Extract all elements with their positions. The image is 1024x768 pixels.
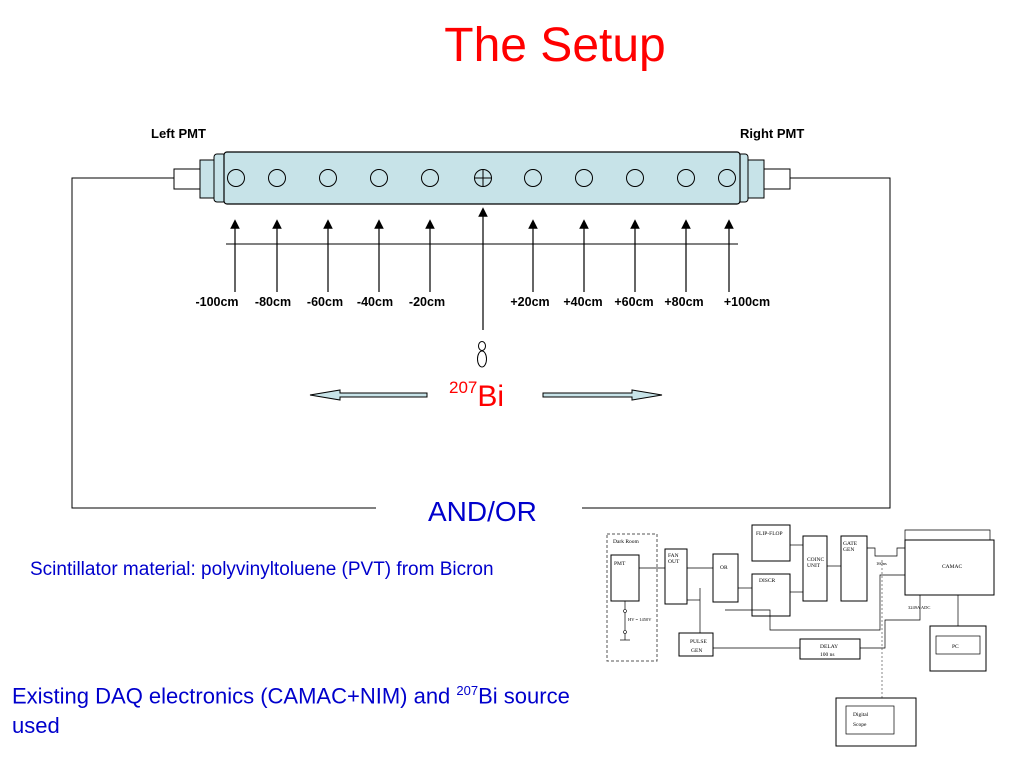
fan-out-box — [664, 548, 688, 605]
source-capsule-bottom — [477, 350, 487, 368]
left-pmt-label: Left PMT — [151, 126, 206, 141]
fan-out-label-1: FAN — [668, 553, 679, 559]
daq-note-suffix: Bi source used — [12, 683, 570, 739]
hv-label: HV = 1450V — [628, 617, 652, 622]
bar-holes — [227, 169, 736, 187]
right-hollow-arrow — [542, 389, 663, 401]
position-label: -20cm — [408, 295, 446, 309]
slide-title: The Setup — [444, 19, 666, 72]
or-label: OR — [720, 565, 728, 571]
bar-hole — [421, 169, 439, 187]
source-capsule-top — [478, 341, 486, 351]
bar-hole — [626, 169, 644, 187]
pulse-gen-label-1: PULSE — [690, 639, 707, 645]
flip-flop-label: FLIP-FLOP — [756, 531, 783, 537]
camac-box — [904, 539, 995, 596]
position-label: +40cm — [563, 295, 603, 309]
coinc-unit-label-2: UNIT — [807, 563, 821, 569]
position-label: +20cm — [510, 295, 550, 309]
gate-width-label: 160ns — [876, 561, 887, 566]
right-pmt-label: Right PMT — [740, 126, 805, 141]
position-label: +60cm — [614, 295, 654, 309]
delay-box — [799, 638, 861, 660]
position-label: +80cm — [664, 295, 704, 309]
delay-label-1: DELAY — [820, 644, 838, 650]
scope-label-2: Scope — [853, 722, 867, 728]
daq-note: Existing DAQ electronics (CAMAC+NIM) and… — [12, 676, 572, 741]
bar-hole — [677, 169, 695, 187]
right-pmt-body — [747, 159, 765, 199]
position-arrows — [230, 219, 734, 292]
daq-note-prefix: Existing DAQ electronics (CAMAC+NIM) and — [12, 683, 457, 709]
bar-hole — [370, 169, 388, 187]
dark-room-label: Dark Room — [613, 539, 640, 545]
bar-hole — [575, 169, 593, 187]
fan-out-label-2: OUT — [668, 559, 680, 565]
source-label: 207Bi — [449, 378, 505, 414]
bar-hole — [718, 169, 736, 187]
bar-hole — [227, 169, 245, 187]
daq-note-mass-number: 207 — [456, 683, 479, 698]
position-label: -60cm — [306, 295, 344, 309]
bar-hole — [268, 169, 286, 187]
or-box — [712, 553, 739, 603]
bar-hole — [524, 169, 542, 187]
pmt-label: PMT — [614, 561, 626, 567]
discr-label: DISCR — [759, 578, 776, 584]
scope-label-1: Digital — [853, 712, 869, 718]
right-pmt-connector — [763, 168, 791, 190]
gate-gen-label-1: GATE — [843, 541, 858, 547]
coinc-unit-label-1: COINC — [807, 557, 824, 563]
dark-room-box — [606, 533, 658, 662]
position-label: -80cm — [254, 295, 292, 309]
scope-box — [835, 697, 917, 747]
coinc-unit-box — [802, 535, 828, 602]
position-label: -100cm — [195, 295, 239, 309]
right-cable — [582, 177, 891, 509]
position-label: -40cm — [356, 295, 394, 309]
gate-gen-box — [840, 535, 868, 602]
left-hollow-arrow — [309, 389, 428, 401]
daq-diagram: Dark Room PMT HV = 1450V FAN OUT OR FLIP… — [606, 524, 995, 747]
left-pmt-connector — [173, 168, 203, 190]
discr-box — [751, 573, 791, 617]
and-or-label: AND/OR — [428, 496, 537, 527]
pulse-gen-box — [678, 632, 714, 657]
left-cable — [71, 177, 376, 509]
bar-hole — [319, 169, 337, 187]
delay-label-2: 100 ns — [820, 652, 835, 658]
gate-gen-label-2: GEN — [843, 547, 854, 553]
source-mass-number: 207 — [449, 378, 478, 397]
pc-label: PC — [952, 644, 959, 650]
position-label: +100cm — [723, 295, 771, 309]
pulse-gen-label-2: GEN — [691, 648, 702, 654]
camac-label: CAMAC — [942, 564, 963, 570]
flip-flop-box — [751, 524, 791, 562]
adc-label: 3249A ADC — [908, 605, 930, 610]
source-element: Bi — [477, 380, 505, 413]
scintillator-note: Scintillator material: polyvinyltoluene … — [30, 559, 494, 580]
